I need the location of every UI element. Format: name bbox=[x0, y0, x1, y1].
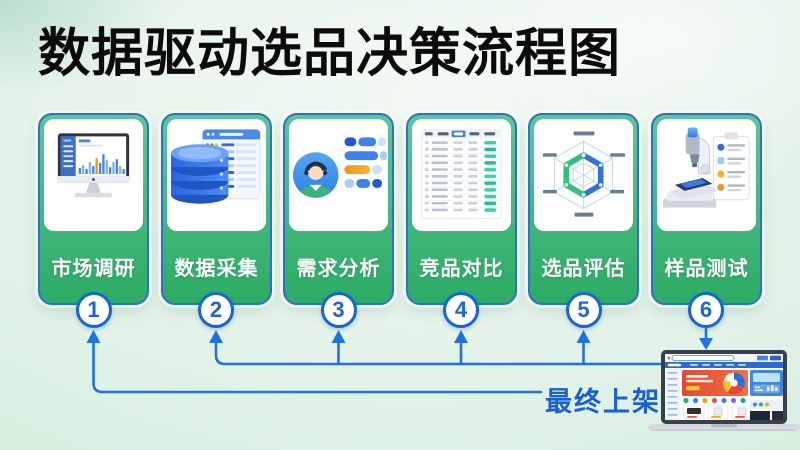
step-label: 样品测试 bbox=[664, 258, 749, 280]
step-illustration-panel bbox=[289, 119, 388, 231]
arrow-up-step1-icon bbox=[86, 330, 101, 343]
radar-chart-icon bbox=[542, 131, 626, 217]
step-illustration-panel bbox=[167, 119, 266, 231]
monitor-analytics-icon bbox=[57, 133, 130, 198]
step-label: 数据采集 bbox=[174, 258, 259, 280]
database-icon bbox=[170, 128, 261, 204]
step-card-market-research: 市场调研 bbox=[38, 113, 149, 305]
step-number-badge-5: 5 bbox=[565, 292, 602, 328]
microscope-report-icon bbox=[662, 127, 750, 208]
step-card-selection-evaluation: 选品评估 bbox=[528, 113, 639, 305]
step-card-competitor-comparison: 竞品对比 bbox=[406, 113, 517, 305]
step-number-badge-6: 6 bbox=[688, 292, 724, 328]
arrow-up-step2-icon bbox=[209, 330, 223, 343]
arrow-up-step3-icon bbox=[331, 330, 346, 343]
step-number-badge-1: 1 bbox=[75, 292, 112, 328]
arrow-up-step4-icon bbox=[454, 330, 468, 343]
step-number-badge-3: 3 bbox=[320, 292, 357, 328]
step-illustration-panel bbox=[412, 119, 511, 231]
arrow-down-step6-icon bbox=[699, 338, 713, 350]
step-illustration-panel bbox=[534, 119, 633, 231]
step-number-badge-2: 2 bbox=[198, 292, 234, 328]
step-label: 需求分析 bbox=[296, 258, 381, 280]
connector-step1-final bbox=[92, 340, 543, 394]
step-label: 选品评估 bbox=[541, 258, 626, 280]
final-launch-label: 最终上架 bbox=[545, 387, 661, 417]
connector-step2-laptop bbox=[214, 340, 662, 366]
customer-feedback-icon bbox=[292, 137, 388, 198]
laptop-ecommerce-icon bbox=[648, 350, 800, 431]
step-label: 市场调研 bbox=[51, 258, 136, 280]
arrowheads bbox=[86, 330, 713, 350]
radar-axis-labels bbox=[542, 131, 626, 217]
page-title: 数据驱动选品决策流程图 bbox=[38, 25, 622, 83]
step-card-data-collection: 数据采集 bbox=[161, 113, 272, 305]
arrow-up-step5-icon bbox=[576, 330, 591, 343]
step-card-sample-testing: 样品测试 bbox=[651, 113, 762, 305]
comparison-table-icon bbox=[421, 128, 502, 220]
step-illustration-panel bbox=[657, 119, 756, 231]
step-card-demand-analysis: 需求分析 bbox=[283, 113, 394, 305]
step-number-badge-4: 4 bbox=[443, 292, 479, 328]
step-label: 竞品对比 bbox=[419, 258, 504, 280]
step-illustration-panel bbox=[44, 119, 143, 231]
